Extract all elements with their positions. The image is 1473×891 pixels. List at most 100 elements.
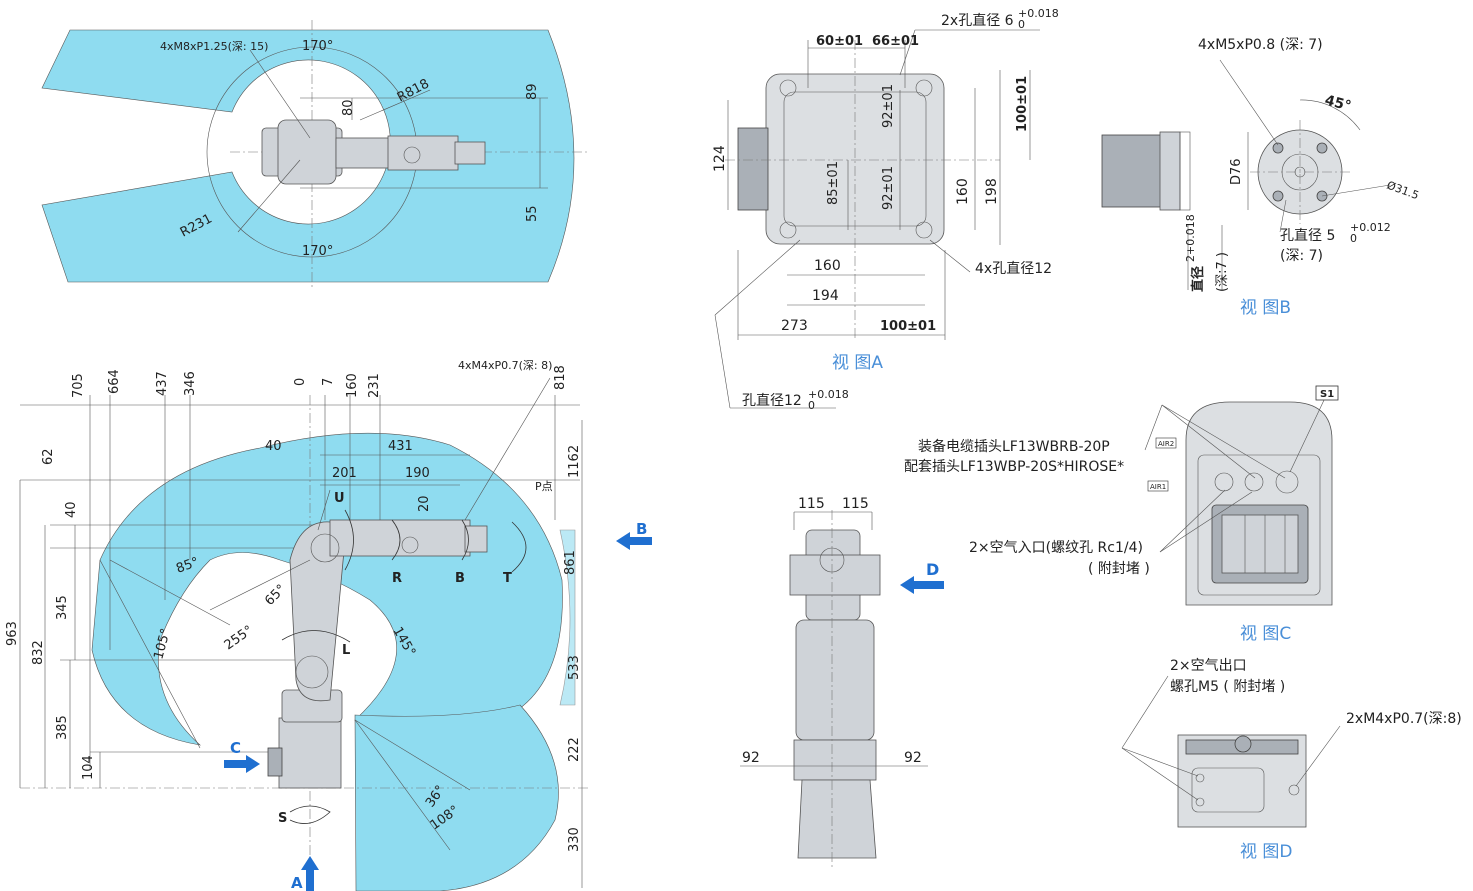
view-b-tol-5: +0.012 — [1350, 221, 1391, 234]
top-tap-holes: 4xM8xP1.25(深: 15) — [160, 40, 268, 53]
view-arrow-a: A — [291, 856, 319, 891]
view-c-title: 视 图C — [1240, 624, 1291, 644]
view-d-title: 视 图D — [1240, 842, 1293, 862]
side-motion-zone — [91, 432, 563, 746]
side-angle-65: 65° — [262, 582, 289, 609]
view-a-tol-6-zero: 0 — [1018, 18, 1025, 31]
top-angle-lower: 170° — [302, 244, 333, 259]
view-d-robot: 115 115 92 92 D — [740, 496, 944, 870]
side-motion-zone-lower — [354, 704, 559, 891]
view-a-dim-194: 194 — [812, 288, 839, 304]
view-a-dim-124: 124 — [712, 145, 728, 172]
top-dim-89: 89 — [525, 83, 540, 100]
axis-r-label: R — [392, 571, 402, 586]
side-top-dim-7: 7 — [321, 378, 336, 386]
view-b-tap: 4xM5xP0.8 (深: 7) — [1198, 37, 1323, 53]
view-a-dim-85: 85±01 — [826, 161, 841, 205]
side-dim-201: 201 — [332, 466, 357, 481]
view-d-dim-92-right: 92 — [904, 750, 922, 766]
view-b-title: 视 图B — [1240, 298, 1291, 318]
view-c-air-inlet-note: ( 附封堵 ) — [1088, 561, 1150, 577]
view-d-air-outlet-note: 螺孔M5 ( 附封堵 ) — [1170, 679, 1285, 695]
view-b-dia-31: Ø31.5 — [1385, 179, 1421, 203]
side-top-dim-818: 818 — [553, 365, 568, 390]
view-a-tol-12-zero: 0 — [808, 399, 815, 412]
view-arrow-c: C — [224, 739, 260, 773]
view-d-dim-92-left: 92 — [742, 750, 760, 766]
side-left-dim-385: 385 — [55, 715, 70, 740]
view-arrow-d-label: D — [926, 560, 939, 579]
side-dim-40: 40 — [265, 439, 282, 454]
view-c-s1-tag: S1 — [1320, 389, 1334, 400]
side-angle-255: 255° — [222, 623, 256, 653]
top-dim-80: 80 — [341, 99, 356, 116]
side-right-dim-222: 222 — [567, 737, 582, 762]
side-left-dim-104: 104 — [81, 755, 96, 780]
view-a-holes-12: 4x孔直径12 — [975, 260, 1052, 277]
view-b-depth-7: (深: 7) — [1280, 248, 1323, 264]
side-top-dim-231: 231 — [367, 373, 382, 398]
side-p-point: P点 — [535, 480, 553, 493]
side-top-dim-664: 664 — [107, 369, 122, 394]
axis-u-label: U — [334, 491, 345, 506]
side-top-dim-346: 346 — [183, 371, 198, 396]
view-b-tol-5-zero: 0 — [1350, 232, 1357, 245]
side-left-dim-963: 963 — [5, 621, 20, 646]
view-d: 2×空气出口 螺孔M5 ( 附封堵 ) 2xM4xP0.7(深:8) 视 图D — [1121, 658, 1462, 862]
side-right-dim-533: 533 — [567, 655, 582, 680]
side-dim-431: 431 — [388, 439, 413, 454]
side-angle-85: 85° — [174, 555, 201, 577]
view-c-air-inlet: 2×空气入口(螺纹孔 Rc1/4) — [969, 540, 1143, 556]
view-arrow-d: D — [900, 560, 944, 594]
view-arrow-b-label: B — [636, 520, 647, 538]
view-a-title: 视 图A — [832, 353, 883, 373]
side-top-dim-437: 437 — [155, 371, 170, 396]
top-view: 4xM8xP1.25(深: 15) 170° 170° R818 R231 80… — [41, 20, 590, 290]
side-top-dim-160: 160 — [345, 373, 360, 398]
side-left-dim-62: 62 — [41, 448, 56, 465]
side-left-dim-832: 832 — [31, 640, 46, 665]
axis-s-label: S — [278, 811, 287, 826]
top-angle-upper: 170° — [302, 39, 333, 54]
view-d-tap: 2xM4xP0.7(深:8) — [1346, 711, 1462, 727]
view-a-tol-12: +0.018 — [808, 388, 849, 401]
side-dim-20: 20 — [417, 495, 432, 512]
view-a-dim-273: 273 — [781, 318, 808, 334]
view-b-vert-label: 直径 — [1190, 266, 1206, 292]
view-b: 4xM5xP0.8 (深: 7) 45° Ø31.5 D76 孔直径 5 +0.… — [1101, 37, 1421, 318]
axis-l-label: L — [342, 643, 350, 658]
view-a-dim-92-bot: 92±01 — [881, 166, 896, 210]
view-a-hole-12: 孔直径12 — [742, 392, 802, 409]
view-a: 60±01 66±01 2x孔直径 6 +0.018 0 124 100±01 … — [712, 7, 1059, 412]
view-b-vert-tol: 2+0.018 — [1184, 214, 1197, 262]
side-tap-holes: 4xM4xP0.7(深: 8) — [458, 359, 552, 372]
view-a-dim-92-top: 92±01 — [881, 84, 896, 128]
view-c: S1 AIR1 AIR2 装备电缆插头LF13WBRB-20P 配套插头LF13… — [904, 385, 1339, 644]
top-motion-zone — [41, 29, 575, 283]
top-dim-55: 55 — [525, 205, 540, 222]
view-d-dim-115-right: 115 — [842, 496, 869, 512]
view-a-dim-100-h: 100±01 — [880, 319, 936, 334]
side-right-dim-861: 861 — [563, 550, 578, 575]
axis-b-label: B — [455, 571, 465, 586]
view-b-angle: 45° — [1323, 92, 1353, 114]
view-a-dim-198: 198 — [984, 178, 1000, 205]
view-c-connector-2: 配套插头LF13WBP-20S*HIROSE* — [904, 459, 1124, 475]
side-left-dim-345: 345 — [55, 595, 70, 620]
view-a-dim-160-v: 160 — [955, 178, 971, 205]
view-a-tol-6: +0.018 — [1018, 7, 1059, 20]
side-right-dim-330: 330 — [567, 827, 582, 852]
view-b-hole-5: 孔直径 5 — [1280, 227, 1335, 244]
view-arrow-b: B — [616, 520, 652, 550]
view-a-dim-100-v: 100±01 — [1015, 76, 1030, 132]
axis-t-label: T — [503, 571, 512, 586]
view-a-holes-6: 2x孔直径 6 — [941, 12, 1014, 29]
view-c-air2-tag: AIR2 — [1158, 440, 1174, 448]
view-c-connector-1: 装备电缆插头LF13WBRB-20P — [918, 438, 1110, 455]
view-a-dim-160-h: 160 — [814, 258, 841, 274]
side-top-dim-705: 705 — [71, 373, 86, 398]
view-c-air1-tag: AIR1 — [1150, 483, 1166, 491]
view-d-air-outlet: 2×空气出口 — [1170, 658, 1247, 674]
side-view: 705 664 437 346 0 7 160 231 818 4xM4xP0.… — [5, 359, 652, 891]
